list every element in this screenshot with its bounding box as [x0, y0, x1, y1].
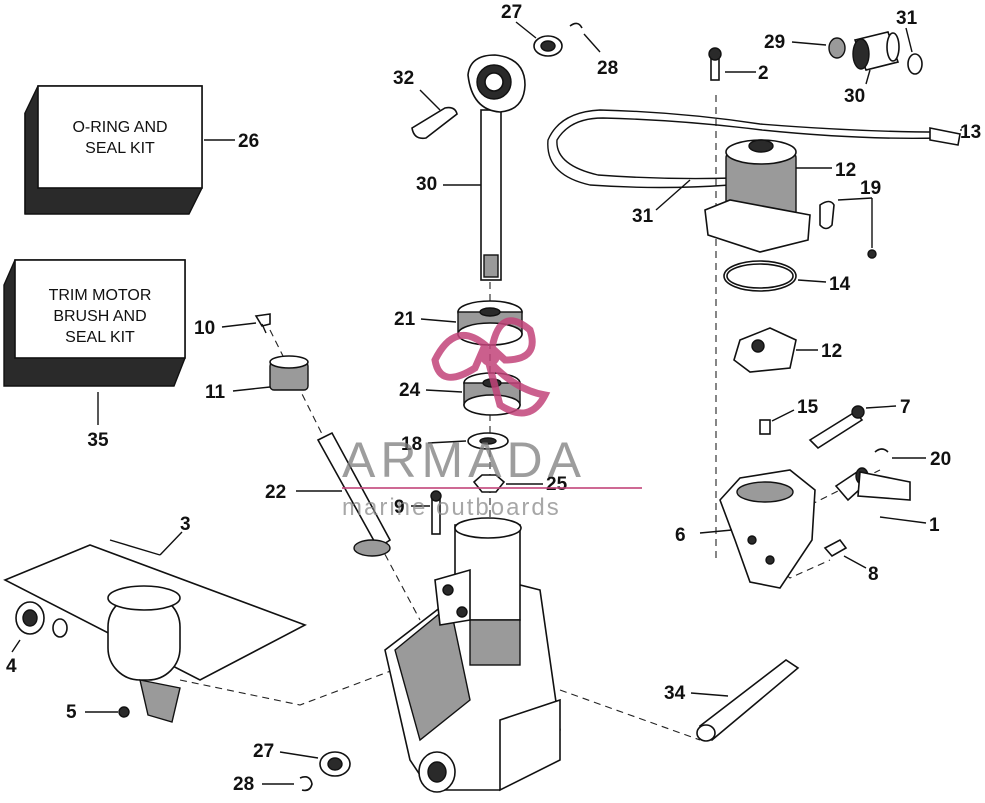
callout-11: 11: [205, 382, 226, 403]
seal-kit-line-2: SEAL KIT: [85, 140, 155, 157]
callout-13: 12: [835, 160, 856, 181]
callout-6: 6: [675, 525, 686, 546]
callout-9: 9: [394, 497, 405, 518]
brush-kit-line-2: BRUSH AND: [53, 308, 146, 325]
callout-33: 31: [632, 206, 654, 227]
callout-26: 26: [238, 131, 259, 152]
callout-17: 13: [960, 122, 981, 143]
callout-15: 15: [797, 397, 819, 418]
callout-2: 2: [758, 63, 769, 84]
callout-10: 10: [194, 318, 215, 339]
watermark-brand: ARMADA: [342, 432, 586, 488]
callout-32: 32: [393, 68, 414, 89]
callout-34: 34: [664, 683, 686, 704]
callout-12: 12: [821, 341, 842, 362]
callout-28-top: 28: [597, 58, 618, 79]
brush-kit-line-3: SEAL KIT: [65, 329, 135, 346]
callout-5: 5: [66, 702, 77, 723]
callout-31: 31: [896, 8, 918, 29]
top-bushing-group: 27 28: [501, 2, 618, 79]
callout-22: 22: [265, 482, 286, 503]
callout-14: 14: [829, 274, 851, 295]
propeller-logo: [431, 317, 551, 417]
pump-block-group: 12 15 7 20 1 6 8: [675, 327, 951, 589]
watermark-tagline: marine outboards: [342, 494, 561, 521]
callout-19: 19: [860, 178, 881, 199]
callout-30: 30: [844, 86, 865, 107]
callout-24: 24: [399, 380, 421, 401]
pivot-pin-group: 34: [664, 659, 800, 742]
callout-20: 20: [930, 449, 951, 470]
bottom-bushing-group: 27 28: [233, 741, 351, 795]
callout-8: 8: [868, 564, 879, 585]
callout-1: 1: [929, 515, 940, 536]
callout-27-bottom: 27: [253, 741, 274, 762]
callout-23: 30: [416, 174, 437, 195]
piston-rod-group: 32 30 21 24 18 25: [393, 54, 568, 495]
brush-kit-box: TRIM MOTOR BRUSH AND SEAL KIT 35: [3, 259, 186, 451]
callout-18: 18: [401, 434, 422, 455]
armada-watermark: ARMADA marine outboards: [342, 317, 642, 521]
seal-kit-line-1: O-RING AND: [72, 119, 167, 136]
top-right-plug-group: 29 30 31: [764, 8, 923, 107]
brush-kit-line-1: TRIM MOTOR: [49, 287, 152, 304]
callout-25: 25: [546, 474, 568, 495]
callout-4: 4: [6, 656, 17, 677]
callout-27-top: 27: [501, 2, 522, 23]
callout-29: 29: [764, 32, 785, 53]
callout-7: 7: [900, 397, 911, 418]
callout-35: 35: [87, 430, 109, 451]
trim-cylinder-body: [384, 517, 561, 793]
callout-3: 3: [180, 514, 191, 535]
manual-valve-group: 10 11 22 9: [194, 313, 442, 557]
seal-kit-box: O-RING AND SEAL KIT 26: [24, 85, 259, 215]
callout-21: 21: [394, 309, 416, 330]
trim-motor-group: 2 13 31 12 19 14: [547, 47, 981, 295]
pump-reservoir-group: 3 4 5: [3, 514, 307, 723]
callout-28-bottom: 28: [233, 774, 254, 795]
